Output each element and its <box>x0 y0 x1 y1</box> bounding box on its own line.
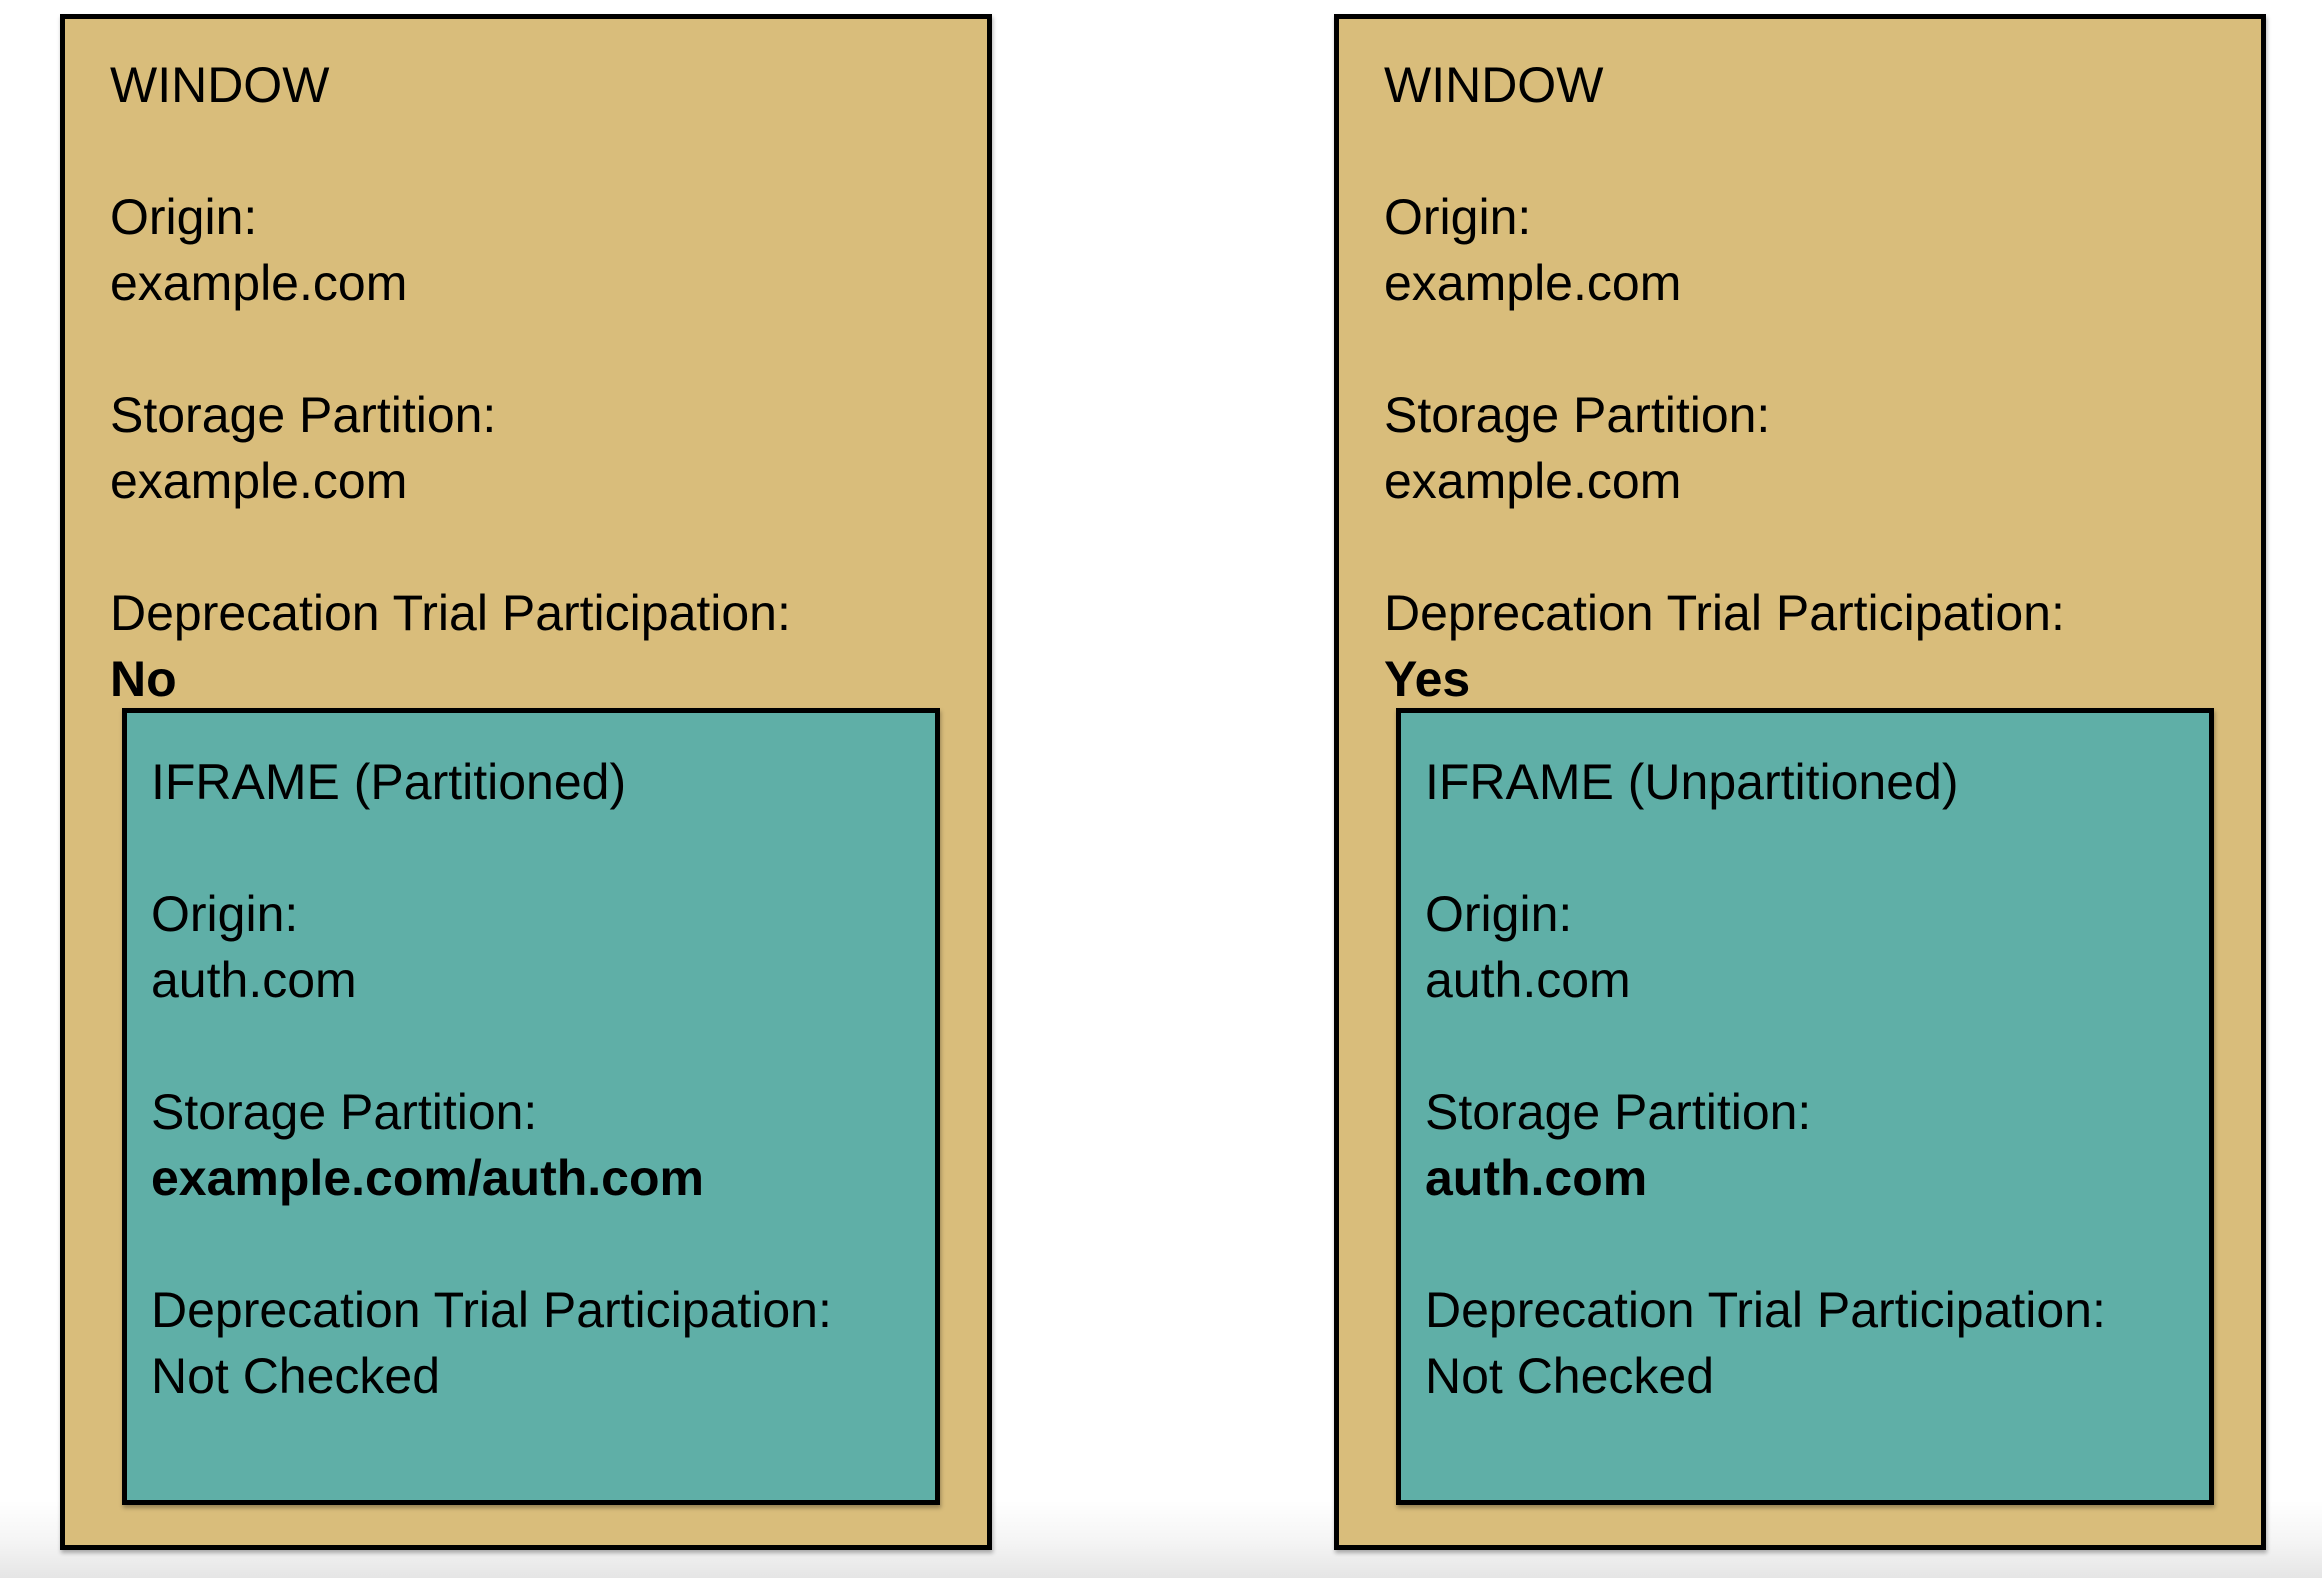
storage-partition-label: Storage Partition: <box>110 387 497 443</box>
origin-value: example.com <box>1384 255 1682 311</box>
origin-label: Origin: <box>1425 886 1573 942</box>
window-origin-field: Origin: example.com <box>110 184 957 316</box>
window-deprecation-trial-field: Deprecation Trial Participation: No <box>110 580 957 712</box>
storage-partition-value: example.com <box>1384 453 1682 509</box>
deprecation-trial-value: Not Checked <box>1425 1348 1715 1404</box>
origin-label: Origin: <box>110 189 258 245</box>
window-box-unpartitioned: WINDOW Origin: example.com Storage Parti… <box>1334 14 2266 1550</box>
deprecation-trial-value: Not Checked <box>151 1348 441 1404</box>
iframe-origin-field: Origin: auth.com <box>1425 881 2189 1013</box>
iframe-origin-field: Origin: auth.com <box>151 881 915 1013</box>
iframe-storage-partition-field: Storage Partition: auth.com <box>1425 1079 2189 1211</box>
deprecation-trial-label: Deprecation Trial Participation: <box>1384 585 2065 641</box>
iframe-title: IFRAME (Unpartitioned) <box>1425 754 1959 810</box>
iframe-title: IFRAME (Partitioned) <box>151 754 627 810</box>
window-origin-field: Origin: example.com <box>1384 184 2231 316</box>
storage-partition-value: example.com/auth.com <box>151 1150 704 1206</box>
window-title: WINDOW <box>110 57 330 113</box>
deprecation-trial-value: No <box>110 651 177 707</box>
deprecation-trial-label: Deprecation Trial Participation: <box>1425 1282 2106 1338</box>
origin-value: auth.com <box>151 952 357 1008</box>
origin-value: auth.com <box>1425 952 1631 1008</box>
storage-partition-label: Storage Partition: <box>151 1084 538 1140</box>
origin-value: example.com <box>110 255 408 311</box>
window-storage-partition-field: Storage Partition: example.com <box>110 382 957 514</box>
storage-partition-value: auth.com <box>1425 1150 1648 1206</box>
window-storage-partition-field: Storage Partition: example.com <box>1384 382 2231 514</box>
iframe-box-unpartitioned: IFRAME (Unpartitioned) Origin: auth.com … <box>1396 708 2214 1505</box>
iframe-deprecation-trial-field: Deprecation Trial Participation: Not Che… <box>151 1277 915 1409</box>
window-deprecation-trial-field: Deprecation Trial Participation: Yes <box>1384 580 2231 712</box>
storage-partition-label: Storage Partition: <box>1384 387 1771 443</box>
deprecation-trial-value: Yes <box>1384 651 1471 707</box>
deprecation-trial-label: Deprecation Trial Participation: <box>151 1282 832 1338</box>
iframe-storage-partition-field: Storage Partition: example.com/auth.com <box>151 1079 915 1211</box>
origin-label: Origin: <box>1384 189 1532 245</box>
storage-partition-label: Storage Partition: <box>1425 1084 1812 1140</box>
window-box-partitioned: WINDOW Origin: example.com Storage Parti… <box>60 14 992 1550</box>
iframe-box-partitioned: IFRAME (Partitioned) Origin: auth.com St… <box>122 708 940 1505</box>
iframe-deprecation-trial-field: Deprecation Trial Participation: Not Che… <box>1425 1277 2189 1409</box>
origin-label: Origin: <box>151 886 299 942</box>
window-title: WINDOW <box>1384 57 1604 113</box>
storage-partition-value: example.com <box>110 453 408 509</box>
deprecation-trial-label: Deprecation Trial Participation: <box>110 585 791 641</box>
